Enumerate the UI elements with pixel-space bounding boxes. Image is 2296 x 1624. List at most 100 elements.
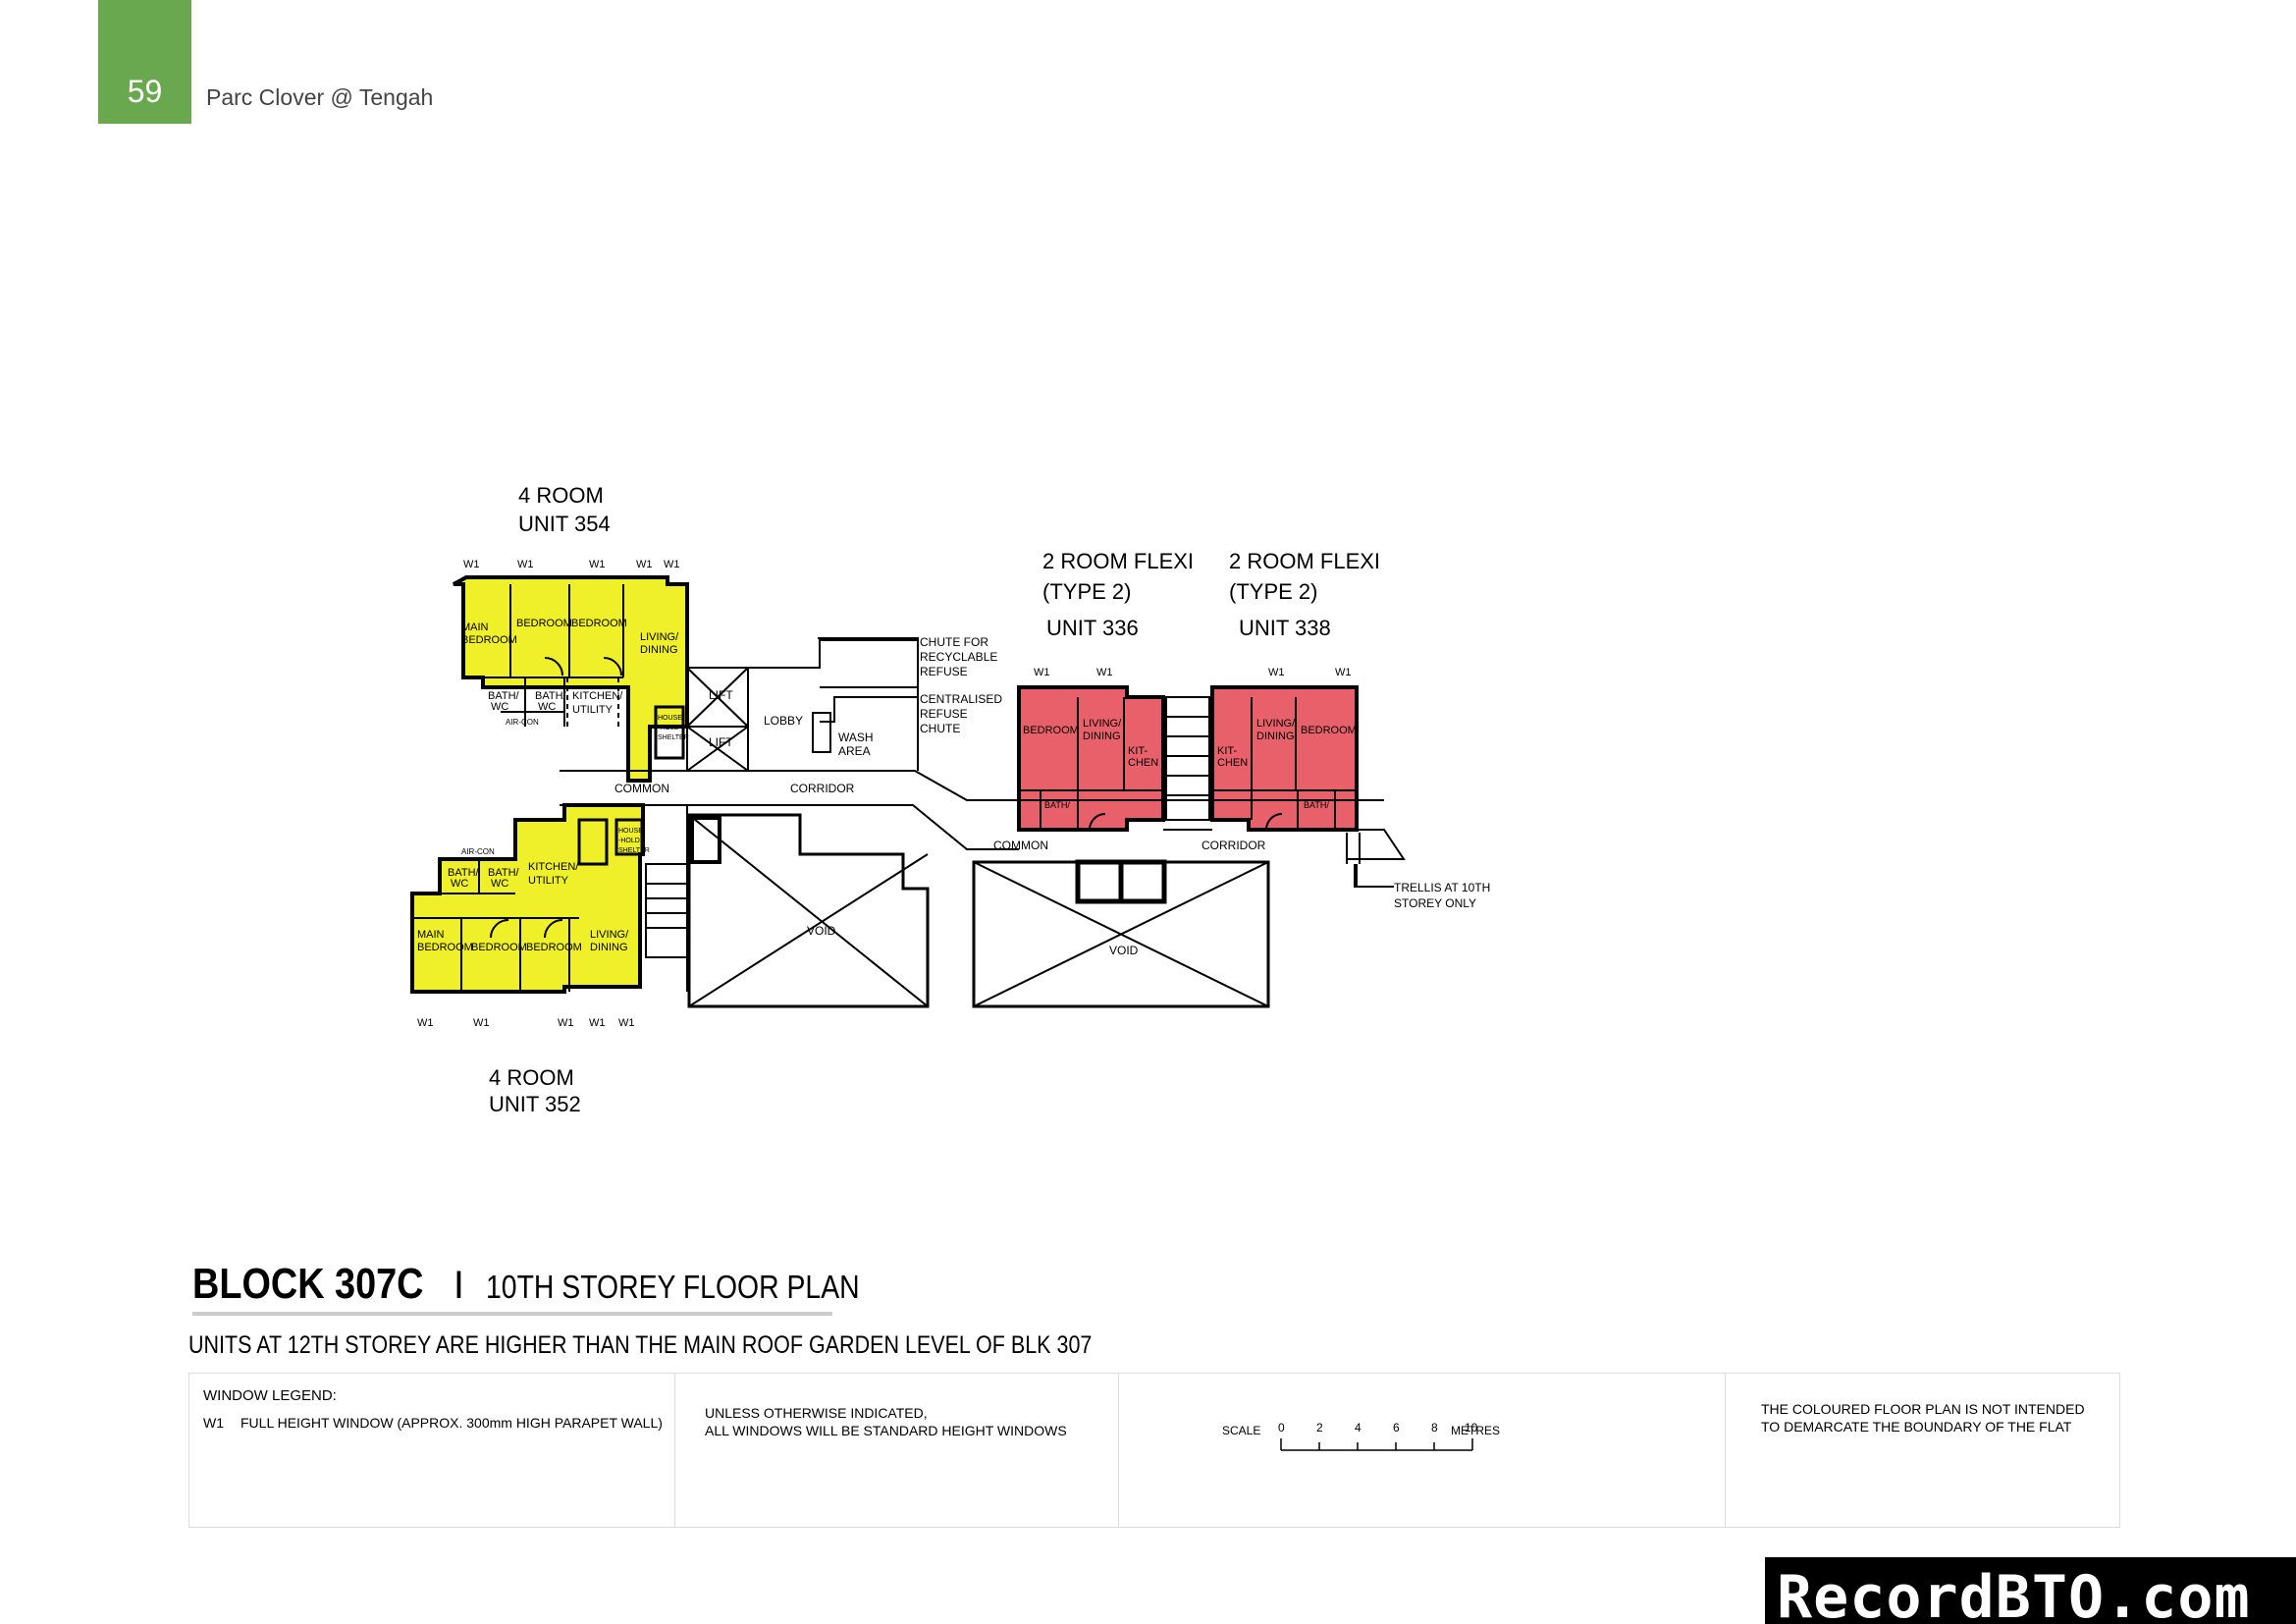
room-label: KITCHEN/	[572, 690, 623, 702]
room-label: BATH/	[488, 867, 520, 879]
void-right	[972, 859, 1270, 1008]
unit-338-subtype: (TYPE 2)	[1229, 579, 1317, 604]
w1-description: FULL HEIGHT WINDOW (APPROX. 300mm HIGH P…	[240, 1415, 663, 1431]
room-label: BATH/	[1304, 800, 1329, 810]
lift-label: LIFT	[709, 688, 733, 702]
corridor-label: CORRIDOR	[790, 782, 855, 795]
room-label: SHELTER	[618, 847, 650, 854]
scale-tick-label: 2	[1316, 1421, 1323, 1435]
chute-note: RECYCLABLE	[920, 650, 997, 664]
disclaimer: TO DEMARCATE THE BOUNDARY OF THE FLAT	[1761, 1419, 2072, 1435]
window-tag: W1	[1268, 667, 1285, 678]
scale-cell: SCALE METRES 0 2 4 6 8 10 10	[1119, 1374, 1726, 1527]
page-number: 59	[127, 74, 163, 109]
room-label: LIVING/	[1256, 718, 1296, 730]
scale-label: SCALE	[1222, 1424, 1261, 1437]
window-tag: W1	[664, 559, 680, 570]
unit-354-number: UNIT 354	[518, 512, 611, 536]
unit-354-type: 4 ROOM	[518, 483, 604, 508]
room-label: BEDROOM	[1023, 725, 1079, 736]
storey-note: UNITS AT 12TH STOREY ARE HIGHER THAN THE…	[188, 1331, 1093, 1359]
refuse-note: CENTRALISED	[920, 692, 1002, 706]
title-underline	[192, 1312, 832, 1316]
room-label: BEDROOM	[471, 942, 527, 953]
unit-336-plan	[1017, 685, 1165, 832]
window-tag: W1	[417, 1017, 434, 1029]
window-tag: W1	[1096, 667, 1113, 678]
unit-336-subtype: (TYPE 2)	[1042, 579, 1131, 604]
room-label: UTILITY	[528, 875, 569, 887]
refuse-note: REFUSE	[920, 707, 968, 721]
room-label: -HOLD	[618, 838, 640, 844]
room-label: AIR-CON	[506, 718, 539, 727]
legend-box: WINDOW LEGEND: W1 FULL HEIGHT WINDOW (AP…	[188, 1373, 2120, 1528]
room-label: KIT-	[1128, 745, 1148, 757]
room-label: WC	[491, 878, 508, 890]
room-label: HOUSE	[658, 715, 682, 722]
wash-area-label: WASH	[838, 731, 874, 744]
window-tag: W1	[558, 1017, 574, 1029]
refuse-note: CHUTE	[920, 722, 960, 735]
wash-area-label: AREA	[838, 744, 871, 758]
block-title: BLOCK 307C I 10TH STOREY FLOOR PLAN	[192, 1260, 921, 1311]
room-label: LIVING/	[1083, 718, 1122, 730]
room-label: KIT-	[1217, 745, 1238, 757]
scale-tick-label: 8	[1431, 1421, 1438, 1435]
window-tag: W1	[1335, 667, 1352, 678]
title-separator: I	[453, 1264, 464, 1307]
window-tag: W1	[473, 1017, 490, 1029]
room-label: BATH/	[488, 690, 520, 702]
standard-window-cell: UNLESS OTHERWISE INDICATED, ALL WINDOWS …	[675, 1374, 1119, 1527]
room-label: WC	[538, 701, 556, 713]
chute-note: REFUSE	[920, 665, 968, 678]
unit-338-type: 2 ROOM FLEXI	[1229, 549, 1380, 573]
room-label: DINING	[1256, 731, 1295, 742]
stair	[1165, 696, 1210, 821]
room-label: WC	[451, 878, 468, 890]
unit-354-plan	[453, 575, 689, 783]
standard-window-note: UNLESS OTHERWISE INDICATED,	[705, 1405, 928, 1421]
room-label: DINING	[590, 942, 628, 953]
disclaimer: THE COLOURED FLOOR PLAN IS NOT INTENDED	[1761, 1401, 2085, 1417]
trellis-note: STOREY ONLY	[1394, 896, 1476, 910]
room-label: CHEN	[1217, 757, 1248, 769]
room-label: UTILITY	[572, 704, 614, 716]
window-tag: W1	[517, 559, 534, 570]
window-tag: W1	[463, 559, 480, 570]
room-label: BEDROOM	[526, 942, 582, 953]
unit-336-type: 2 ROOM FLEXI	[1042, 549, 1194, 573]
room-label: BATH/	[448, 867, 480, 879]
room-label: BEDROOM	[516, 618, 572, 629]
window-tag: W1	[618, 1017, 635, 1029]
void-left	[687, 813, 930, 1008]
room-label: BEDROOM	[1301, 725, 1357, 736]
room-label: DINING	[640, 644, 678, 656]
standard-window-note: ALL WINDOWS WILL BE STANDARD HEIGHT WIND…	[705, 1423, 1067, 1438]
lift-core	[686, 637, 919, 772]
window-tag: W1	[589, 559, 606, 570]
void-label: VOID	[1109, 944, 1139, 957]
room-label: CHEN	[1128, 757, 1158, 769]
disclaimer-cell: THE COLOURED FLOOR PLAN IS NOT INTENDED …	[1726, 1374, 2121, 1527]
window-legend-cell: WINDOW LEGEND: W1 FULL HEIGHT WINDOW (AP…	[189, 1374, 675, 1527]
room-label: BEDROOM	[461, 634, 517, 646]
corridor-label: CORRIDOR	[1201, 839, 1266, 852]
window-tag: W1	[636, 559, 653, 570]
unit-352-plan	[410, 803, 645, 994]
void-label: VOID	[807, 924, 836, 938]
room-label: LIVING/	[640, 631, 679, 643]
plan-subtitle: 10TH STOREY FLOOR PLAN	[485, 1269, 860, 1305]
room-label: SHELTER	[658, 734, 689, 741]
room-label: KITCHEN/	[528, 861, 579, 873]
window-tag: W1	[589, 1017, 606, 1029]
block-name: BLOCK 307C	[192, 1260, 424, 1308]
scale-tick-label: 6	[1393, 1421, 1400, 1435]
room-label: BATH/	[1044, 800, 1070, 810]
scale-unit: METRES	[1451, 1424, 1501, 1437]
room-label: WC	[491, 701, 508, 713]
unit-352-number: UNIT 352	[489, 1092, 581, 1116]
trellis-note: TRELLIS AT 10TH	[1394, 881, 1490, 894]
room-label: BEDROOM	[571, 618, 627, 629]
page-number-tab: 59	[98, 0, 191, 124]
